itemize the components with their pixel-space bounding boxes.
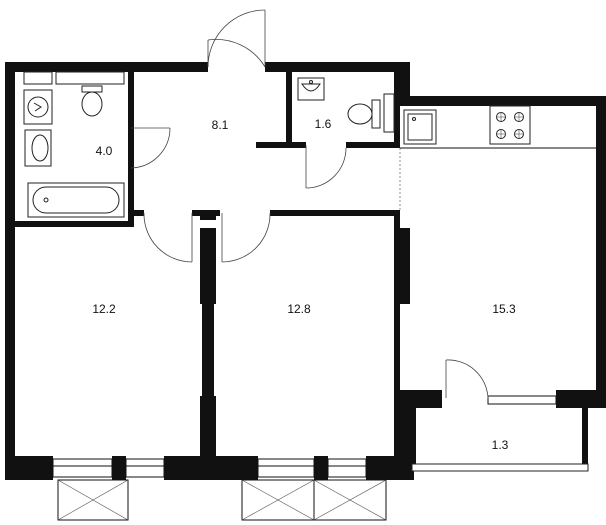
wall-bottom-2 (112, 456, 126, 480)
wall-right (596, 96, 606, 408)
room-area-bedroom-middle: 12.8 (287, 302, 311, 316)
toilet-room-toilet-icon (347, 99, 381, 129)
wall-bath-bottom (15, 221, 134, 227)
wall-toilet-bottom-a (256, 142, 306, 148)
exterior-bay-mid (241, 479, 315, 521)
wall-bottom-1 (5, 456, 53, 480)
wall-left (5, 62, 15, 480)
toilet-room-sink-icon (297, 77, 325, 101)
wall-bottom-3 (164, 456, 258, 480)
washing-machine-icon (23, 89, 53, 125)
room-area-living-kitchen: 15.3 (492, 302, 516, 316)
wall-bottom-5 (366, 456, 414, 480)
bathroom-door[interactable] (130, 127, 171, 169)
wall-bottom-4 (314, 456, 328, 480)
entry-door[interactable] (207, 9, 266, 68)
wall-bed-divider-notch1 (200, 228, 216, 304)
wall-toilet-left (286, 62, 292, 148)
toilet-room-shelf (383, 93, 395, 133)
room-area-bedroom-left: 12.2 (92, 302, 116, 316)
sink-icon (24, 129, 52, 167)
bathtub-icon (27, 182, 125, 218)
window-bed2-b (327, 458, 367, 478)
window-bed1-a (52, 458, 113, 478)
wall-top-right (400, 96, 606, 106)
wall-bed-divider-top (200, 210, 216, 220)
shelf-fixture (23, 71, 125, 85)
exterior-bay-left (57, 479, 129, 521)
wall-kitchen-bottom-a (400, 390, 442, 408)
wall-bed2-right (394, 210, 400, 456)
wall-balcony-left (410, 408, 416, 464)
window-bed2-a (257, 458, 315, 478)
wall-toilet-right (394, 62, 400, 148)
wall-toilet-bottom-b (346, 142, 400, 148)
toilet-icon (81, 85, 103, 117)
wall-top-left (5, 62, 208, 72)
window-bed1-b (125, 458, 165, 478)
exterior-bay-right (313, 479, 387, 521)
toilet-door[interactable] (305, 145, 347, 189)
wall-top-mid (265, 62, 410, 72)
bedroom-middle-door[interactable] (221, 212, 271, 263)
bedroom-left-door[interactable] (143, 212, 193, 263)
room-area-balcony: 1.3 (492, 438, 509, 452)
wall-kitchen-step (400, 62, 410, 106)
wall-kitchen-bottom-b (556, 390, 606, 408)
stove-icon (489, 105, 531, 145)
wall-bath-right (128, 62, 134, 227)
kitchen-balcony-window (487, 395, 557, 405)
room-area-bathroom: 4.0 (96, 144, 113, 158)
room-area-toilet: 1.6 (315, 117, 332, 131)
wall-hall-bottom-1 (128, 210, 144, 216)
wall-bed2-right-notch1 (400, 228, 410, 304)
balcony-door[interactable] (445, 359, 489, 399)
wall-balcony-right (582, 408, 588, 464)
kitchen-sink-icon (403, 109, 437, 145)
wall-bed-divider-notch2 (200, 396, 216, 456)
wall-hall-bottom-3 (270, 210, 400, 216)
balcony-railing (411, 463, 589, 472)
room-area-hallway: 8.1 (212, 118, 229, 132)
